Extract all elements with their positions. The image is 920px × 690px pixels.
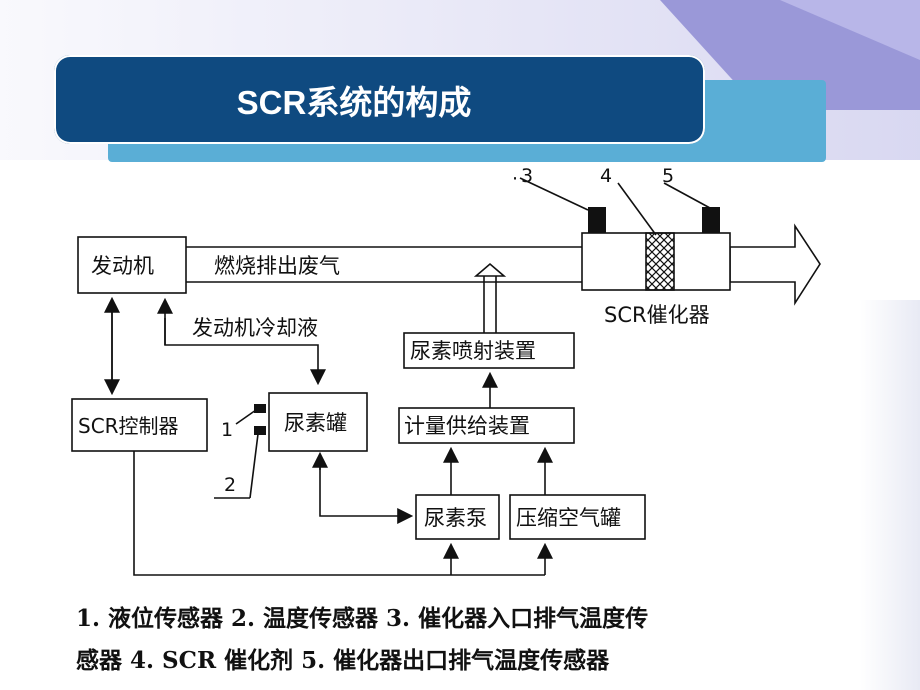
air-tank-box [509, 494, 646, 540]
metering-label: 计量供给装置 [404, 414, 530, 438]
urea-pump-box [415, 494, 500, 540]
label-1: 1 [221, 419, 233, 441]
urea-tank-box [268, 392, 368, 452]
controller-signal-line [133, 451, 545, 576]
controller-box [71, 398, 208, 452]
caption-line-2: 感器 4. SCR 催化剂 5. 催化器出口排气温度传感器 [76, 647, 610, 674]
sensor-5-icon [702, 207, 720, 233]
leader-2 [249, 433, 259, 499]
marker-3-dot: · [512, 168, 518, 190]
tank-to-pump-line [319, 462, 414, 524]
sensor-2-icon [254, 426, 266, 435]
exhaust-outlet-arrow [729, 223, 821, 306]
leader-4 [617, 182, 657, 236]
diagram-caption: 1. 液位传感器 2. 温度传感器 3. 催化器入口排气温度传 感器 4. SC… [76, 598, 836, 682]
leader-1 [235, 409, 257, 425]
injector-box [403, 332, 575, 369]
air-tank-label: 压缩空气罐 [516, 506, 621, 530]
engine-box [77, 236, 187, 294]
label-3: 3 [521, 165, 533, 187]
controller-label: SCR控制器 [78, 414, 179, 438]
injection-arrow [473, 262, 507, 277]
title-bar: SCR系统的构成 [54, 55, 705, 144]
exhaust-label: 燃烧排出废气 [214, 254, 340, 278]
label-5: 5 [662, 165, 674, 187]
engine-label: 发动机 [91, 254, 154, 278]
coolant-label: 发动机冷却液 [192, 316, 318, 340]
leader-5 [663, 182, 711, 209]
sensor-3-icon [588, 207, 606, 233]
sensor-1-icon [254, 404, 266, 413]
catalyst-label: SCR催化器 [604, 303, 710, 327]
metering-box [398, 407, 575, 444]
label-4: 4 [600, 165, 612, 187]
urea-tank-label: 尿素罐 [284, 411, 347, 435]
slide-title: SCR系统的构成 [236, 83, 472, 121]
leader-3 [519, 177, 589, 211]
injector-label: 尿素喷射装置 [410, 339, 536, 363]
catalyst-mesh [645, 232, 675, 291]
caption-line-1: 1. 液位传感器 2. 温度传感器 3. 催化器入口排气温度传 [76, 605, 649, 632]
urea-pump-label: 尿素泵 [424, 506, 487, 530]
label-2: 2 [224, 474, 236, 496]
